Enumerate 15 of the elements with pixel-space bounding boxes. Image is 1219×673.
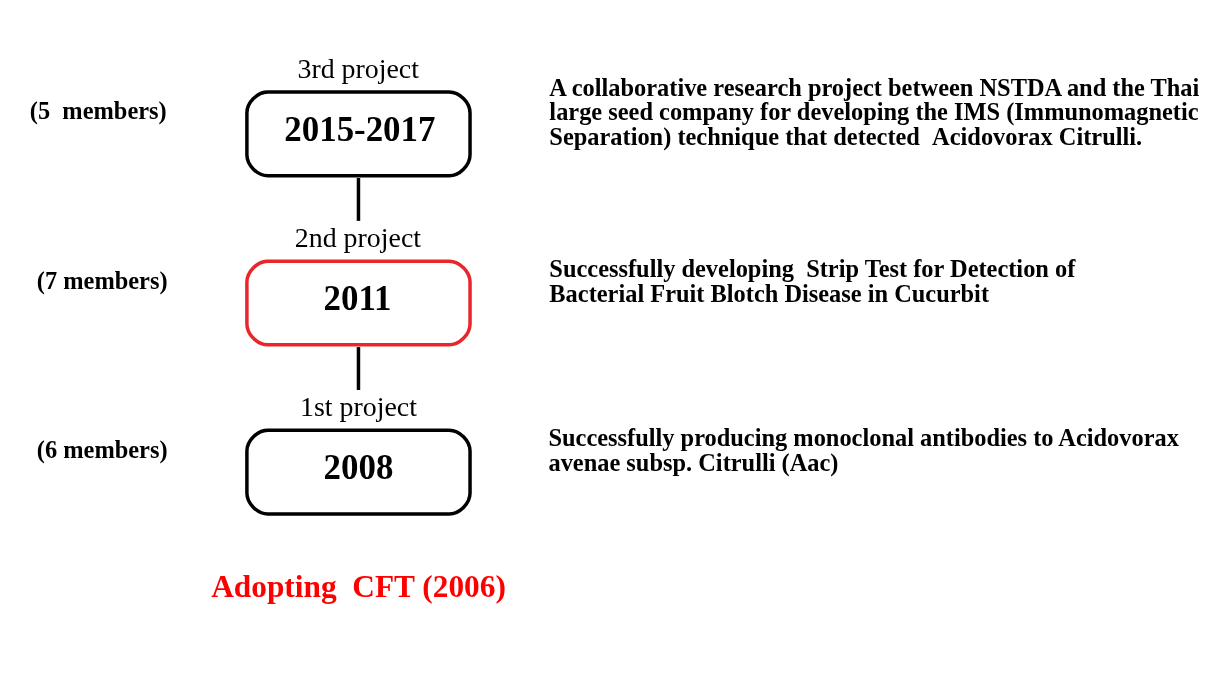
node-label: (7 members) xyxy=(36,266,168,294)
node-label: 1st project xyxy=(300,390,417,422)
connector xyxy=(356,177,361,221)
node-label: Successfully producing monoclonal antibodies to Acidovorax avenae subsp. Citrulli (Aac) xyxy=(548,423,1179,476)
node-box: 2015-2017 xyxy=(245,89,472,177)
node-label: (5 members) xyxy=(29,96,167,124)
node-label: 2nd project xyxy=(294,221,422,253)
node-label: (6 members) xyxy=(36,435,168,463)
node-box: 2008 xyxy=(245,428,472,516)
node-label: Successfully developing Strip Test for Detection of Bacterial Fruit Blotch Disease in Cucurbit xyxy=(549,254,1076,307)
node-box: 2011 xyxy=(245,258,472,347)
node-label: A collaborative research project between NSTDA and the Thai large seed company for developing the IMS (Immunomagnetic Separation) technique that detected Acidovorax Citrulli. xyxy=(549,73,1200,150)
connector xyxy=(356,346,361,390)
label: Adopting CFT (2006) xyxy=(211,568,506,604)
node-label: 3rd project xyxy=(297,52,419,84)
